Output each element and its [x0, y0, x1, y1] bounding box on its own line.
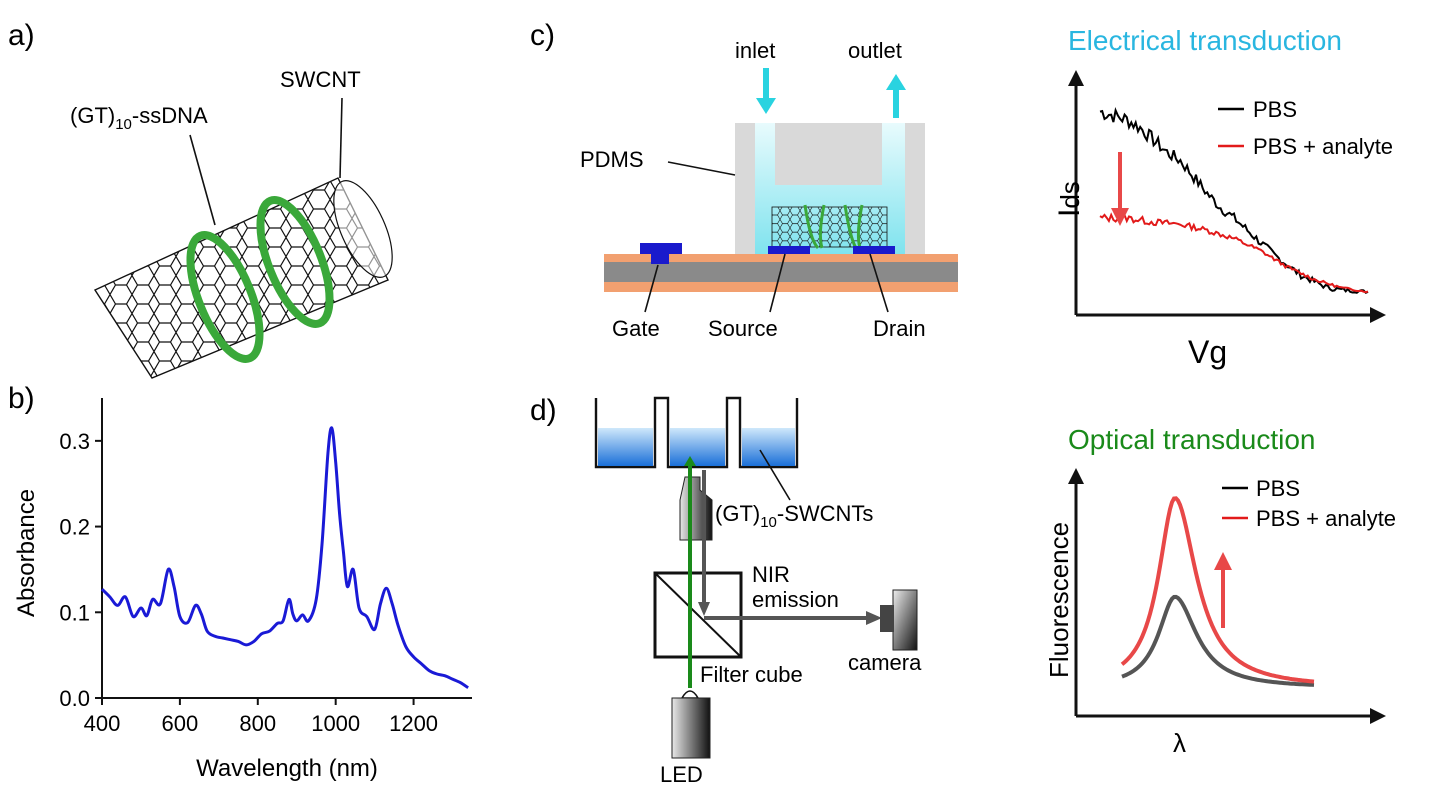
inlet-arrow: [756, 68, 776, 114]
camera-lens: [880, 605, 894, 632]
abs-y-tick-label: 0.1: [59, 600, 90, 625]
gate-label: Gate: [612, 316, 660, 341]
gate-electrode: [640, 243, 682, 254]
dichroic-mirror: [654, 572, 742, 658]
opt-series-pbs: [1121, 594, 1315, 687]
gate-electrode-stem: [651, 254, 669, 264]
abs-spectrum-line: [100, 426, 469, 689]
elec-legend-pbs: PBS: [1253, 97, 1297, 122]
abs-x-tick-label: 400: [84, 711, 121, 736]
panel-c: c) inlet outlet PDMS Gate Source: [530, 19, 958, 341]
camera-body: [892, 589, 918, 651]
abs-x-tick-label: 1000: [311, 711, 360, 736]
opt-y-label: Fluorescence: [1044, 522, 1074, 678]
elec-x-arrow: [1370, 307, 1386, 323]
opt-y-arrow: [1068, 468, 1084, 484]
well-1: [598, 428, 653, 466]
led-dome: [680, 690, 700, 699]
filter-cube-label: Filter cube: [700, 662, 803, 687]
camera-label: camera: [848, 650, 922, 675]
panel-c-label: c): [530, 19, 555, 52]
outlet-arrow: [886, 74, 906, 118]
opt-legend-analyte: PBS + analyte: [1256, 506, 1396, 531]
swcnt-tube-illustration: [93, 177, 393, 379]
panel-a-label: a): [8, 19, 35, 52]
nir-label-2: emission: [752, 587, 839, 612]
abs-x-tick-label: 600: [162, 711, 199, 736]
drain-label: Drain: [873, 316, 926, 341]
led-body: [671, 697, 711, 759]
panel-b: b) 400 600 800 1000 1200 0.0 0.1 0.2 0.3Waveleng…: [8, 382, 472, 782]
inlet-label: inlet: [735, 38, 775, 63]
opt-up-arrow: [1214, 552, 1232, 628]
elec-down-arrow: [1111, 152, 1129, 226]
swcnts-label: (GT)10-SWCNTs: [715, 501, 873, 531]
swcnt-callout-label: SWCNT: [280, 67, 361, 92]
optical-title: Optical transduction: [1068, 424, 1315, 455]
emission-arrowhead-down: [698, 602, 710, 616]
electrical-title: Electrical transduction: [1068, 25, 1342, 56]
well-plate: [594, 396, 799, 469]
electrical-transduction-panel: Electrical transduction PBS PBS + analyt…: [1053, 25, 1393, 370]
dna-callout-line: [189, 134, 216, 226]
abs-y-tick-label: 0.0: [59, 686, 90, 711]
abs-x-tick-label: 1200: [389, 711, 438, 736]
abs-x-label: Wavelength (nm): [196, 755, 378, 782]
abs-y-tick-label: 0.2: [59, 515, 90, 540]
objective-lens: [679, 476, 713, 541]
abs-x-tick-label: 800: [239, 711, 276, 736]
elec-y-arrow: [1068, 70, 1084, 86]
source-callout-line: [769, 253, 786, 313]
swcnt-callout-line: [339, 97, 343, 179]
opt-x-label: λ: [1173, 728, 1186, 758]
panel-a: a) (GT)10-ssDNA SWCNT: [8, 19, 393, 379]
optical-transduction-panel: Optical transduction PBS PBS + analyte F…: [1044, 424, 1396, 758]
source-label: Source: [708, 316, 778, 341]
panel-d: d) (GT)10-SWCNTs NIR emission camera Fil…: [530, 394, 922, 787]
opt-x-arrow: [1370, 708, 1386, 724]
channel-dna: [803, 204, 864, 250]
pdms-callout-line: [667, 161, 736, 176]
elec-y-label: Ids: [1053, 181, 1086, 217]
pdms-label: PDMS: [580, 147, 644, 172]
elec-series-pbs: [1099, 106, 1369, 295]
elec-series-analyte: [1099, 212, 1369, 294]
emission-arrowhead-camera: [866, 611, 882, 625]
panel-d-label: d): [530, 394, 557, 427]
dna-callout-label: (GT)10-ssDNA: [70, 103, 208, 133]
opt-legend-pbs: PBS: [1256, 476, 1300, 501]
gate-callout-line: [644, 264, 659, 313]
source-electrode: [768, 246, 810, 254]
elec-x-label: Vg: [1188, 334, 1227, 370]
well-2: [670, 428, 725, 466]
well-3: [742, 428, 795, 466]
excitation-arrowhead: [684, 456, 696, 466]
dna-helix-illustration: [186, 196, 334, 363]
abs-y-tick-label: 0.3: [59, 429, 90, 454]
led-label: LED: [660, 762, 703, 787]
channel-swcnt: [771, 206, 888, 248]
swcnts-callout-line: [759, 449, 791, 501]
panel-b-label: b): [8, 382, 35, 415]
elec-legend-analyte: PBS + analyte: [1253, 134, 1393, 159]
absorbance-chart: 400 600 800 1000 1200 0.0 0.1 0.2 0.3Wavelength …: [13, 398, 472, 782]
outlet-label: outlet: [848, 38, 902, 63]
opt-series-analyte: [1120, 496, 1315, 684]
drain-callout-line: [869, 253, 889, 313]
nir-label-1: NIR: [752, 562, 790, 587]
drain-electrode: [853, 246, 895, 254]
abs-y-label: Absorbance: [13, 489, 40, 617]
